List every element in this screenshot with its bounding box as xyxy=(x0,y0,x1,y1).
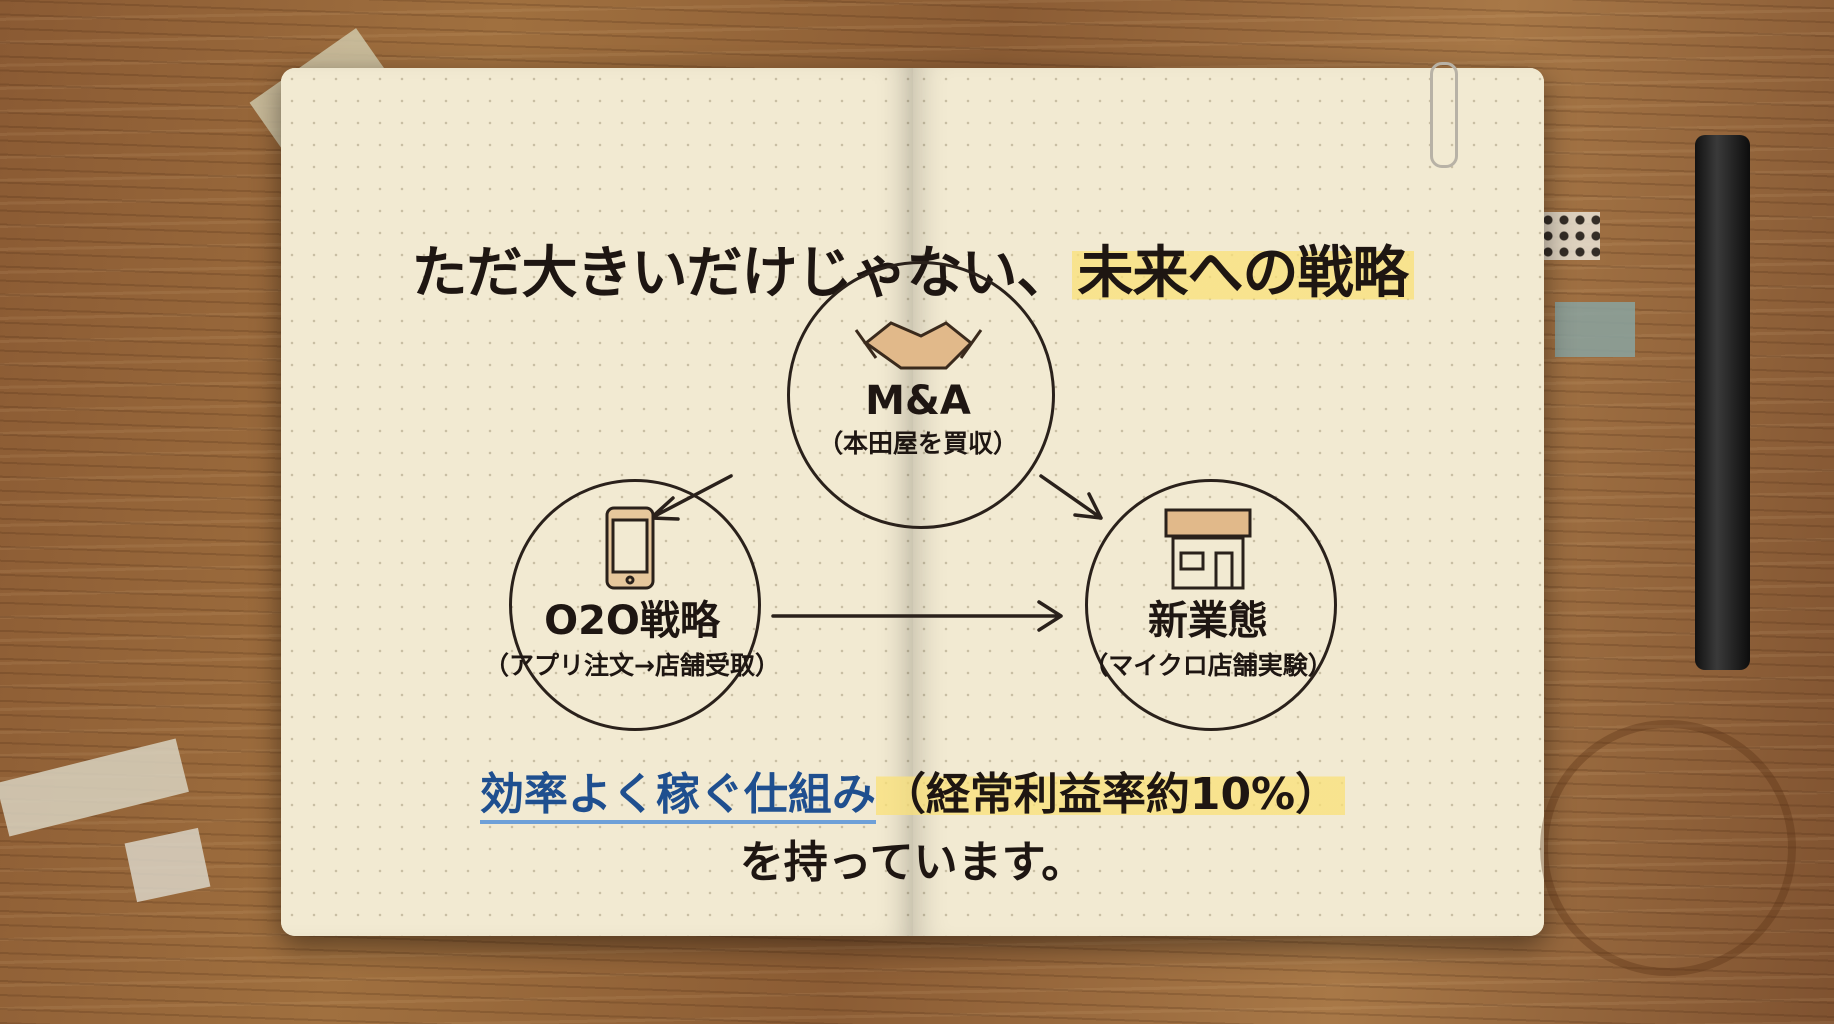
title-highlight: 未来への戦略 xyxy=(1071,241,1414,306)
arrow-o2o-to-new xyxy=(771,600,1063,632)
notebook: ただ大きいだけじゃない、未来への戦略 M&A （本田屋を買収） xyxy=(281,68,1544,936)
coffee-ring-stain xyxy=(1540,720,1796,976)
node-ma-subtitle: （本田屋を買収） xyxy=(817,429,1018,458)
node-new-format-title: 新業態 xyxy=(1148,598,1268,644)
page-title: ただ大きいだけじゃない、未来への戦略 xyxy=(281,228,1544,309)
node-circle-o2o xyxy=(509,479,761,731)
paperclip-icon xyxy=(1430,62,1458,168)
pen xyxy=(1695,135,1750,670)
node-circle-ma xyxy=(787,261,1055,529)
summary-line-1: 効率よく稼ぐ仕組み（経常利益率約10%） xyxy=(281,758,1544,824)
smartphone-icon xyxy=(605,506,655,590)
summary-profit-margin: （経常利益率約10%） xyxy=(875,769,1346,820)
node-new-format: 新業態 （マイクロ店舗実験） xyxy=(1041,588,1375,682)
node-circle-new-format xyxy=(1085,479,1337,731)
node-new-format-subtitle: （マイクロ店舗実験） xyxy=(1083,651,1333,680)
handshake-icon xyxy=(854,321,983,370)
node-o2o: O2O戦略 （アプリ注文→店舗受取） xyxy=(441,588,823,682)
arrow-ma-to-new xyxy=(1039,474,1103,520)
storefront-icon xyxy=(1164,508,1252,590)
node-o2o-subtitle: （アプリ注文→店舗受取） xyxy=(484,651,780,680)
washi-tape xyxy=(1555,302,1635,357)
arrow-ma-to-o2o xyxy=(649,474,733,521)
summary-line-2: を持っています。 xyxy=(739,837,1086,888)
node-o2o-title: O2O戦略 xyxy=(544,598,720,644)
node-ma: M&A （本田屋を買収） xyxy=(787,378,1049,460)
summary-highlight: 効率よく稼ぐ仕組み xyxy=(479,769,876,824)
node-ma-title: M&A xyxy=(865,378,971,424)
arrows xyxy=(605,321,1252,632)
